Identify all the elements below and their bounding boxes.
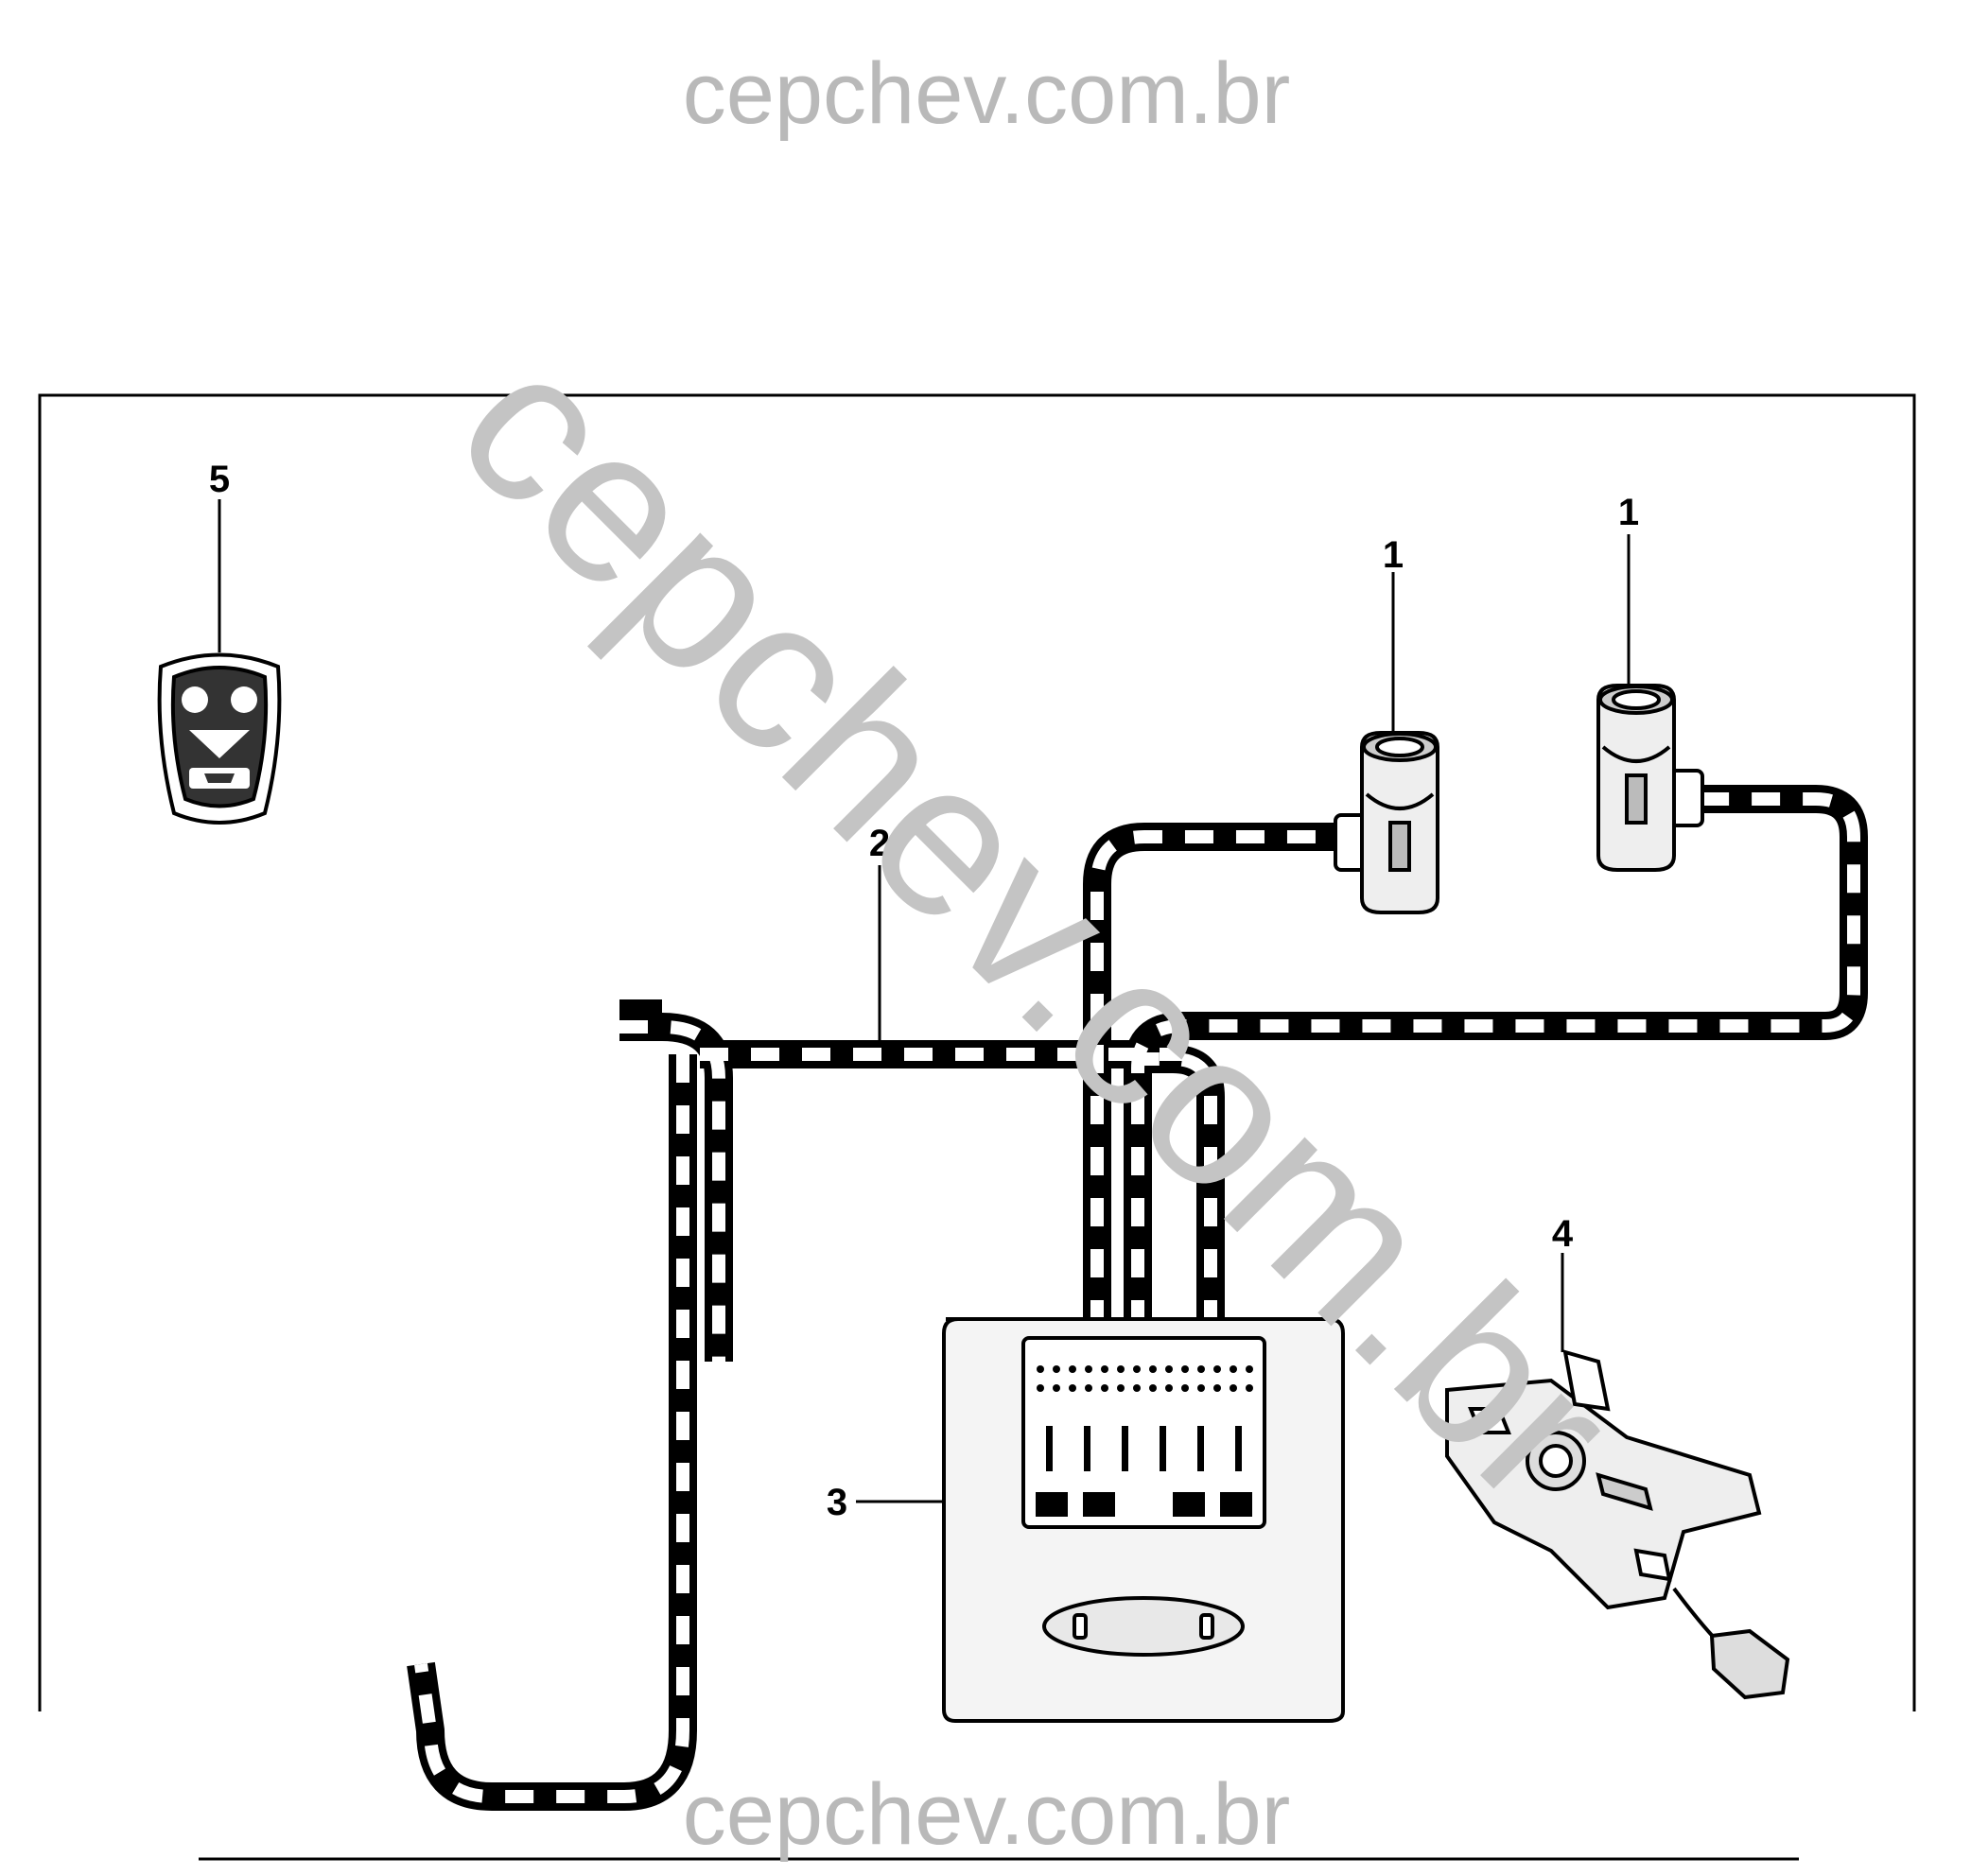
callout-latch: 4 <box>1552 1213 1574 1255</box>
callout-lock-left: 1 <box>1383 534 1404 576</box>
diagram-frame <box>38 393 1916 1711</box>
lock-cylinder-right <box>1596 684 1704 872</box>
remote-key-fob <box>157 652 282 825</box>
hood-latch-switch <box>1445 1349 1790 1700</box>
callout-module: 3 <box>827 1482 847 1523</box>
callout-remote: 5 <box>209 459 230 500</box>
watermark-bottom: cepchev.com.br <box>683 1766 1291 1863</box>
bowtie-logo-icon <box>204 773 235 783</box>
callout-harness: 2 <box>869 823 890 864</box>
watermark-top: cepchev.com.br <box>683 45 1291 142</box>
alarm-control-module <box>942 1317 1345 1723</box>
connector-pins <box>1036 1365 1253 1517</box>
wiring-harness <box>421 785 1868 1811</box>
lock-cylinder-left <box>1334 731 1439 914</box>
callout-lock-right: 1 <box>1618 492 1639 533</box>
lock-button-icon <box>182 686 257 713</box>
